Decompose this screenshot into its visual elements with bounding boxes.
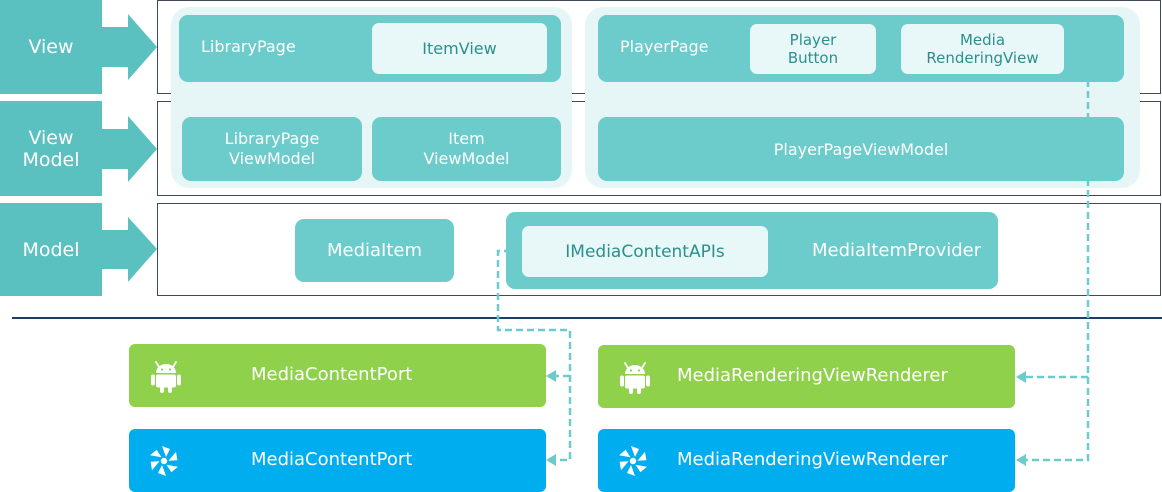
- item-viewmodel-box: Item ViewModel: [372, 117, 561, 181]
- arrow-shape: [0, 203, 157, 296]
- viewmodel-layer-label: View Model: [22, 126, 80, 171]
- model-layer-label: Model: [22, 238, 80, 261]
- tizen-renderer-label: MediaRenderingViewRenderer: [677, 449, 948, 470]
- tizen-icon: [150, 445, 178, 476]
- player-button-box: Player Button: [750, 24, 876, 74]
- android-icon: [620, 361, 650, 394]
- library-page-viewmodel-box: LibraryPage ViewModel: [182, 117, 362, 181]
- arrowhead: [546, 454, 556, 466]
- player-page-label: PlayerPage: [620, 37, 709, 56]
- android-media-content-port-label: MediaContentPort: [251, 364, 413, 385]
- android-renderer-label: MediaRenderingViewRenderer: [677, 365, 948, 386]
- android-renderer-bar: MediaRenderingViewRenderer: [598, 345, 1015, 408]
- media-item-box: MediaItem: [295, 219, 454, 282]
- tizen-renderer-bar: MediaRenderingViewRenderer: [598, 429, 1015, 492]
- player-page-viewmodel-box: PlayerPageViewModel: [598, 117, 1124, 181]
- item-view-box: ItemView: [372, 23, 547, 74]
- arrowhead: [1016, 371, 1026, 383]
- library-page-label: LibraryPage: [201, 37, 296, 56]
- tizen-media-content-port-label: MediaContentPort: [251, 449, 413, 470]
- model-layer-arrow: Model: [0, 203, 160, 296]
- view-layer-label: View: [28, 36, 74, 58]
- viewmodel-layer-arrow: View Model: [0, 101, 160, 196]
- divider-line: [12, 317, 1162, 319]
- media-rendering-view-box: Media RenderingView: [901, 24, 1064, 74]
- tizen-media-content-port-bar: MediaContentPort: [129, 429, 546, 492]
- android-icon: [151, 360, 181, 393]
- media-item-provider-label: MediaItemProvider: [812, 240, 982, 261]
- arrow-shape: [0, 0, 157, 94]
- arrowhead: [546, 370, 556, 382]
- tizen-icon: [619, 445, 647, 476]
- arrow-shape: [0, 101, 157, 196]
- android-media-content-port-bar: MediaContentPort: [129, 344, 546, 407]
- view-layer-arrow: View: [0, 0, 160, 94]
- arrowhead: [1016, 454, 1026, 466]
- imedia-content-apis-box: IMediaContentAPIs: [522, 226, 768, 277]
